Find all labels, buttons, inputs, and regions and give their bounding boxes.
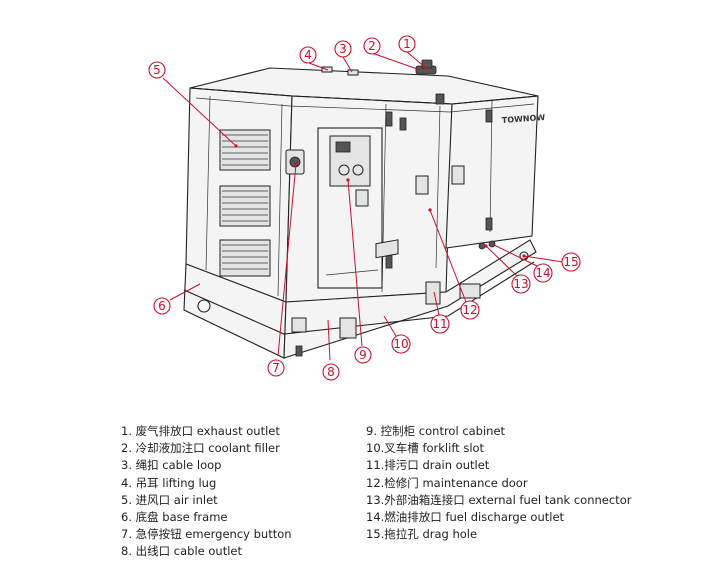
legend-right-column: 9. 控制柜 control cabinet 10.叉车槽 forklift s… [366, 423, 631, 543]
legend-item-11: 11.排污口 drain outlet [366, 458, 490, 473]
callout-3: 3 [334, 40, 352, 58]
emergency-button-icon [289, 156, 301, 168]
callout-2: 2 [363, 37, 381, 55]
svg-text:14: 14 [535, 266, 550, 280]
callout-15: 15 [561, 252, 581, 272]
svg-text:11: 11 [432, 317, 447, 331]
legend-item-1: 1. 废气排放口 exhaust outlet [121, 424, 280, 438]
svg-text:4: 4 [304, 48, 312, 62]
air-inlet-louvres [219, 129, 271, 277]
svg-text:15: 15 [563, 255, 578, 269]
legend-item-13: 13.外部油箱连接口 external fuel tank connector [366, 492, 632, 507]
callout-8: 8 [322, 363, 340, 381]
legend-item-2: 2. 冷却液加注口 coolant filler [121, 441, 280, 456]
callout-12: 12 [460, 300, 480, 320]
callout-14: 14 [533, 263, 553, 283]
svg-text:6: 6 [158, 299, 166, 313]
legend-item-15: 15.拖拉孔 drag hole [366, 527, 478, 542]
brand-logo: TOWNOW [502, 113, 546, 125]
legend-left-column: 1. 废气排放口 exhaust outlet 2. 冷却液加注口 coolan… [121, 423, 292, 561]
exhaust-outlet [415, 59, 437, 75]
svg-text:12: 12 [462, 303, 477, 317]
base-frame [183, 239, 537, 359]
svg-text:7: 7 [272, 361, 280, 375]
legend-item-6: 6. 底盘 base frame [121, 510, 228, 525]
legend-item-9: 9. 控制柜 control cabinet [366, 424, 506, 438]
legend-item-3: 3. 绳扣 cable loop [121, 458, 222, 473]
svg-text:3: 3 [339, 42, 347, 56]
legend-item-12: 12.检修门 maintenance door [366, 475, 528, 490]
legend-item-7: 7. 急停按钮 emergency button [121, 527, 292, 542]
svg-text:1: 1 [403, 37, 411, 51]
svg-text:13: 13 [513, 277, 528, 291]
svg-text:2: 2 [368, 39, 376, 53]
callout-9: 9 [354, 346, 372, 364]
callout-1: 1 [398, 35, 416, 53]
svg-text:10: 10 [393, 337, 408, 351]
svg-text:5: 5 [153, 63, 161, 77]
callout-6: 6 [153, 297, 171, 315]
callout-4: 4 [299, 46, 317, 64]
cable-loop-marker [347, 69, 359, 76]
callouts: 1 2 3 4 5 6 7 8 9 10 11 12 13 14 15 [148, 35, 581, 381]
leader-lines [162, 51, 564, 361]
legend-item-14: 14.燃油排放口 fuel discharge outlet [366, 510, 565, 525]
legend-item-4: 4. 吊耳 lifting lug [121, 475, 217, 490]
callout-5: 5 [148, 61, 166, 79]
svg-text:8: 8 [327, 365, 335, 379]
generator-illustration: TOWNOW [183, 59, 546, 359]
legend-item-10: 10.叉车槽 forklift slot [366, 441, 485, 456]
svg-text:9: 9 [359, 348, 367, 362]
callout-7: 7 [267, 359, 285, 377]
callout-10: 10 [391, 334, 411, 354]
generator-diagram: TOWNOW [148, 35, 581, 381]
legend-item-8: 8. 出线口 cable outlet [121, 544, 243, 559]
maintenance-door [399, 93, 493, 231]
callout-11: 11 [430, 314, 450, 334]
legend-item-5: 5. 进风口 air inlet [121, 492, 218, 507]
callout-13: 13 [511, 274, 531, 294]
